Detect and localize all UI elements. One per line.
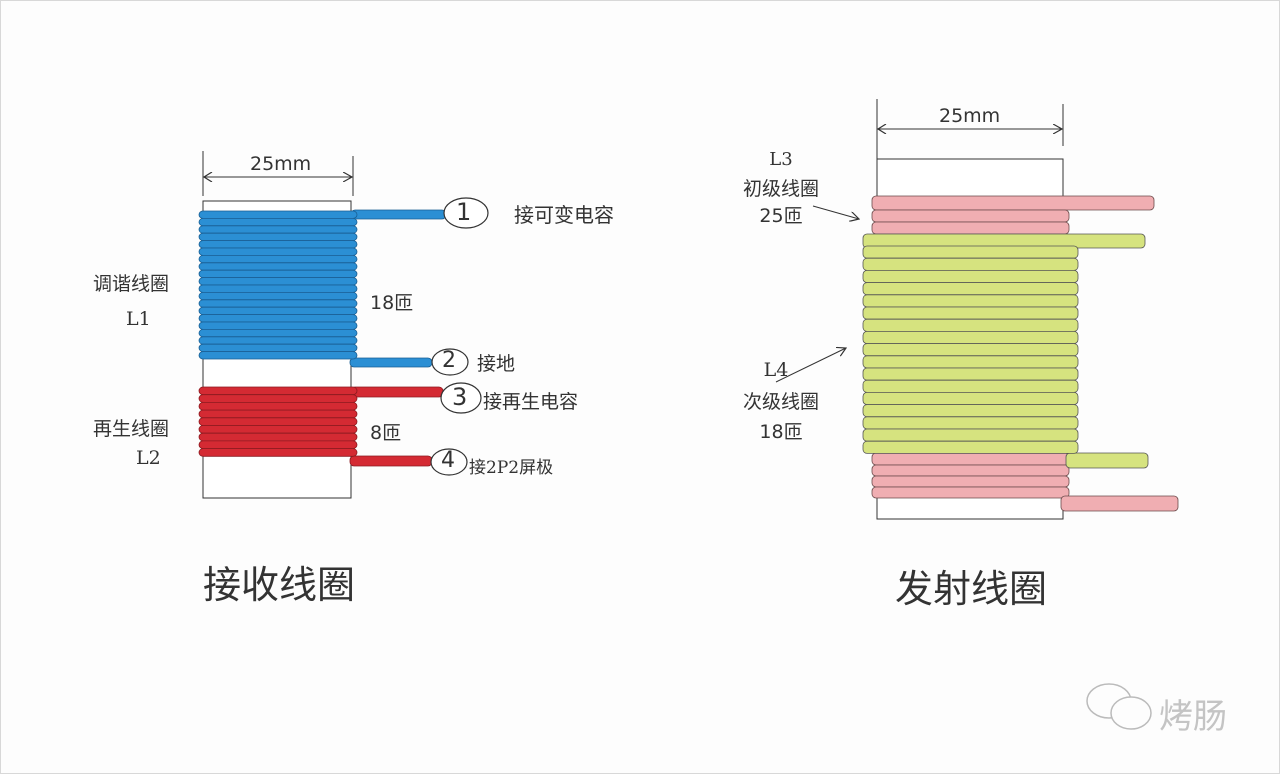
l3-id: L3 xyxy=(769,149,793,170)
terminal-ovals xyxy=(430,197,489,476)
l1-id: L1 xyxy=(126,308,151,330)
transmit-dimension-label: 25mm xyxy=(939,105,1001,127)
transmit-coil-title: 发射线圈 xyxy=(895,567,1048,611)
l3-pointer-arrow xyxy=(812,205,859,219)
terminal-1-label: 接可变电容 xyxy=(514,203,614,227)
l1-name: 调谐线圈 xyxy=(93,273,170,295)
l1-windings xyxy=(198,209,447,368)
watermark-text: 烤肠 xyxy=(1159,697,1227,737)
l1-turns: 18匝 xyxy=(370,292,414,314)
l2-name: 再生线圈 xyxy=(93,418,170,440)
receive-dimension-line xyxy=(202,151,354,196)
terminal-1-number: 1 xyxy=(456,198,472,226)
transmit-dimension-line xyxy=(876,99,1064,161)
terminal-3-number: 3 xyxy=(452,383,468,411)
l4-turns: 18匝 xyxy=(759,421,803,443)
l3-name: 初级线圈 xyxy=(742,178,819,200)
terminal-2-number: 2 xyxy=(442,348,456,373)
receive-coil-title: 接收线圈 xyxy=(203,563,356,607)
l4-id: L4 xyxy=(763,359,789,381)
l4-name: 次级线圈 xyxy=(742,391,819,413)
l3-turns: 25匝 xyxy=(759,205,803,227)
l3-windings xyxy=(871,195,1179,512)
l4-windings xyxy=(862,233,1149,469)
terminal-3-label: 接再生电容 xyxy=(483,391,579,413)
l4-pointer-arrow xyxy=(775,348,846,383)
l2-id: L2 xyxy=(136,447,161,469)
wechat-icon xyxy=(1086,683,1152,730)
terminal-4-label: 接2P2屏极 xyxy=(469,458,554,478)
l2-windings xyxy=(198,386,444,467)
l2-turns: 8匝 xyxy=(370,422,402,444)
terminal-2-label: 接地 xyxy=(477,353,516,375)
terminal-4-number: 4 xyxy=(441,448,455,473)
receive-dimension-label: 25mm xyxy=(250,153,312,175)
